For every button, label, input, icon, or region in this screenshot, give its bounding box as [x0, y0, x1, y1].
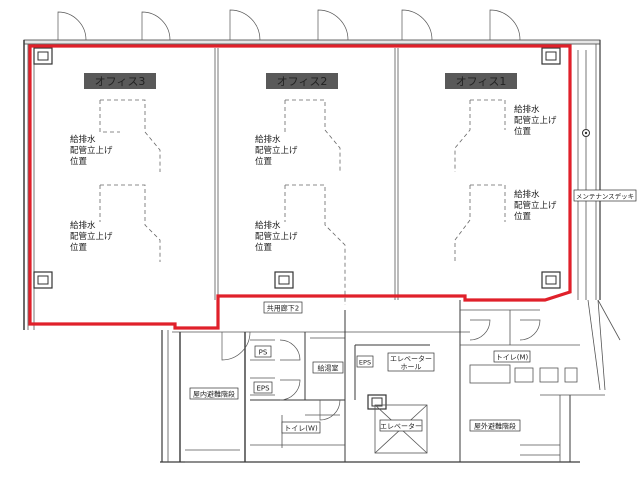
svg-text:配管立上げ: 配管立上げ [514, 200, 557, 211]
pipe-label-o1-bottom: 給排水 配管立上げ 位置 [514, 189, 557, 222]
label-indoor-stairs: 屋内避難階段 [189, 387, 239, 400]
label-eps-center: EPS [356, 355, 374, 368]
svg-text:トイレ(W): トイレ(W) [284, 425, 318, 433]
svg-text:給排水: 給排水 [255, 134, 281, 145]
svg-text:給排水: 給排水 [70, 220, 96, 231]
pipe-label-o3-top: 給排水 配管立上げ 位置 [70, 134, 113, 167]
label-eps-left: EPS [253, 381, 273, 394]
label-common-corridor: 共用廊下2 [263, 301, 303, 314]
office-label-2-text: オフィス2 [277, 75, 328, 88]
core-doors [221, 319, 541, 421]
office-label-1: オフィス1 [445, 73, 517, 89]
pipe-label-o2-bottom: 給排水 配管立上げ 位置 [255, 220, 298, 253]
svg-text:屋内避難階段: 屋内避難階段 [193, 390, 235, 399]
office-label-3-text: オフィス3 [95, 75, 146, 88]
svg-text:配管立上げ: 配管立上げ [70, 145, 113, 156]
svg-text:共用廊下2: 共用廊下2 [267, 304, 299, 313]
svg-text:PS: PS [259, 349, 268, 357]
svg-text:ホール: ホール [401, 363, 422, 371]
svg-text:トイレ(M): トイレ(M) [496, 354, 529, 362]
label-elevator: エレベーター [379, 419, 423, 432]
svg-text:配管立上げ: 配管立上げ [514, 115, 557, 126]
label-maintenance-deck: メンテナンスデッキ [573, 189, 637, 202]
svg-text:位置: 位置 [255, 242, 273, 253]
svg-text:メンテナンスデッキ: メンテナンスデッキ [576, 192, 634, 201]
label-toilet-w: トイレ(W) [281, 421, 321, 434]
svg-text:エレベーター: エレベーター [390, 354, 432, 363]
svg-text:位置: 位置 [514, 126, 532, 137]
office-label-1-text: オフィス1 [456, 75, 507, 88]
exterior-walls [23, 39, 621, 463]
label-kitchenette: 給湯室 [312, 361, 344, 374]
exterior-doors [57, 9, 521, 41]
svg-text:給排水: 給排水 [514, 189, 540, 200]
label-elevator-hall: エレベーター ホール [387, 352, 435, 372]
svg-text:給湯室: 給湯室 [318, 364, 339, 373]
svg-text:給排水: 給排水 [70, 134, 96, 145]
svg-text:位置: 位置 [514, 211, 532, 222]
label-ps: PS [254, 345, 272, 358]
office-partitions [214, 48, 399, 300]
rental-area-outline [28, 44, 572, 330]
svg-text:位置: 位置 [70, 156, 88, 167]
svg-text:配管立上げ: 配管立上げ [255, 231, 298, 242]
svg-text:給排水: 給排水 [514, 104, 540, 115]
svg-text:配管立上げ: 配管立上げ [255, 145, 298, 156]
office-label-2: オフィス2 [266, 73, 338, 89]
core-walls [172, 300, 580, 463]
pipe-label-o1-top: 給排水 配管立上げ 位置 [514, 104, 557, 137]
pipe-label-o3-bottom: 給排水 配管立上げ 位置 [70, 220, 113, 253]
office-label-3: オフィス3 [84, 73, 156, 89]
svg-text:屋外避難階段: 屋外避難階段 [474, 422, 516, 431]
svg-text:EPS: EPS [359, 359, 371, 367]
svg-text:位置: 位置 [255, 156, 273, 167]
svg-text:位置: 位置 [70, 242, 88, 253]
svg-text:エレベーター: エレベーター [380, 422, 422, 431]
svg-text:EPS: EPS [256, 385, 270, 393]
label-toilet-m: トイレ(M) [493, 350, 531, 363]
label-outdoor-stairs: 屋外避難階段 [469, 419, 521, 432]
svg-text:配管立上げ: 配管立上げ [70, 231, 113, 242]
pipe-label-o2-top: 給排水 配管立上げ 位置 [255, 134, 298, 167]
structural-columns [33, 47, 561, 410]
pipe-outlines [99, 99, 506, 305]
svg-text:給排水: 給排水 [255, 220, 281, 231]
